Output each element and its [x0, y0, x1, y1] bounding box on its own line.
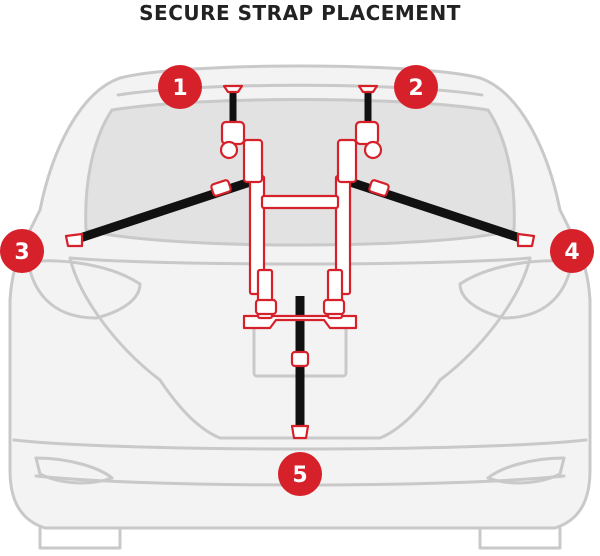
- buckle-right: [368, 179, 390, 197]
- hook-left: [64, 232, 84, 248]
- reflector-right: [486, 456, 566, 485]
- hook-top-left: [222, 84, 244, 94]
- roof-line: [116, 83, 484, 97]
- badge-3: 3: [0, 229, 44, 273]
- badge-1-number: 1: [172, 76, 187, 101]
- badge-5-number: 5: [292, 463, 307, 488]
- rack-cradle-top-right: [354, 120, 380, 146]
- rack-foot-pad-left: [254, 298, 278, 316]
- badge-3-number: 3: [14, 240, 29, 265]
- rack-arm-left: [242, 138, 264, 184]
- tail-light-right: [458, 259, 574, 320]
- buckle-left: [210, 179, 232, 197]
- rear-window: [84, 98, 516, 247]
- diagram-title: SECURE STRAP PLACEMENT: [139, 1, 461, 25]
- badge-1-circle: [158, 65, 202, 109]
- rack-foot-pad-right: [322, 298, 346, 316]
- rack-base: [242, 314, 358, 330]
- badge-4-number: 4: [564, 240, 579, 265]
- rack-cradle-top-left: [220, 120, 246, 146]
- buckle-bottom: [290, 350, 310, 368]
- badge-5: 5: [278, 452, 322, 496]
- trunk-lid: [68, 256, 532, 440]
- bike-rack: [219, 120, 383, 330]
- tail-light-left: [26, 259, 142, 320]
- badge-1: 1: [158, 65, 202, 109]
- hook-right: [516, 232, 536, 248]
- badge-4-circle: [550, 229, 594, 273]
- reflector-left: [34, 456, 114, 485]
- badge-4: 4: [550, 229, 594, 273]
- badge-3-circle: [0, 229, 44, 273]
- rear-bumper: [12, 438, 588, 451]
- badge-2: 2: [394, 65, 438, 109]
- badge-5-circle: [278, 452, 322, 496]
- lower-skirt: [38, 526, 562, 550]
- rack-arm-right: [336, 138, 358, 184]
- hook-bottom: [290, 424, 310, 440]
- strap-hardware: [64, 84, 536, 440]
- rack-crossbar: [260, 194, 340, 210]
- rack-knob-right: [363, 140, 383, 160]
- badge-2-circle: [394, 65, 438, 109]
- badge-2-number: 2: [408, 76, 423, 101]
- rack-knob-left: [219, 140, 239, 160]
- hook-top-right: [357, 84, 379, 94]
